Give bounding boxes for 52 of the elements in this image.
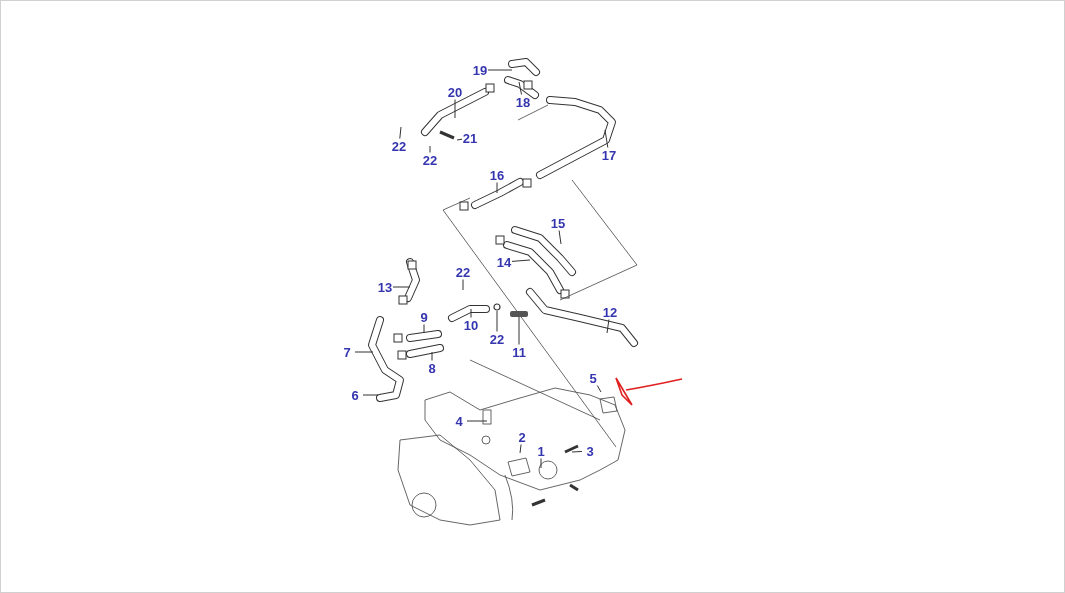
leader-line bbox=[487, 69, 513, 71]
callout-number: 17 bbox=[601, 147, 617, 163]
callout-number: 14 bbox=[496, 254, 512, 270]
leader-line bbox=[518, 316, 520, 345]
callout-number: 22 bbox=[391, 138, 407, 154]
callout-number: 1 bbox=[533, 443, 549, 459]
leader-line bbox=[392, 286, 411, 288]
leader-line bbox=[604, 129, 609, 148]
callout-number: 22 bbox=[455, 264, 471, 280]
callout-number: 2 bbox=[514, 429, 530, 445]
leader-line bbox=[511, 259, 531, 262]
o-ring-drawing bbox=[493, 303, 501, 311]
leader-line bbox=[429, 145, 431, 153]
leader-line bbox=[470, 308, 472, 318]
callout-number: 22 bbox=[422, 152, 438, 168]
callout-number: 6 bbox=[347, 387, 363, 403]
leader-line bbox=[456, 138, 463, 141]
bolt-drawing bbox=[510, 311, 528, 317]
callout-number: 7 bbox=[339, 344, 355, 360]
callout-number: 20 bbox=[447, 84, 463, 100]
callout-number: 10 bbox=[463, 317, 479, 333]
callout-number: 4 bbox=[451, 413, 467, 429]
leader-line bbox=[362, 394, 379, 396]
callout-number: 21 bbox=[462, 130, 478, 146]
leader-line bbox=[571, 450, 583, 453]
leader-line bbox=[558, 230, 562, 245]
callout-number: 16 bbox=[489, 167, 505, 183]
leader-line bbox=[519, 444, 522, 454]
callout-number: 15 bbox=[550, 215, 566, 231]
leader-line bbox=[431, 351, 433, 361]
leader-line bbox=[596, 385, 602, 393]
leader-line bbox=[454, 99, 456, 119]
callout-number: 8 bbox=[424, 360, 440, 376]
callout-number: 18 bbox=[515, 94, 531, 110]
callout-number: 11 bbox=[511, 344, 527, 360]
leader-line bbox=[399, 126, 402, 139]
callout-number: 5 bbox=[585, 370, 601, 386]
callout-number: 3 bbox=[582, 443, 598, 459]
leader-line bbox=[354, 351, 374, 353]
callout-number: 19 bbox=[472, 62, 488, 78]
leader-line bbox=[518, 81, 522, 95]
leader-line bbox=[496, 310, 498, 332]
leader-line bbox=[423, 324, 425, 334]
leader-line bbox=[462, 279, 464, 291]
leader-line bbox=[540, 458, 542, 469]
callout-number: 9 bbox=[416, 309, 432, 325]
callout-number: 13 bbox=[377, 279, 393, 295]
leader-line bbox=[496, 182, 498, 194]
callout-number: 12 bbox=[602, 304, 618, 320]
leader-line bbox=[466, 420, 488, 422]
leader-line bbox=[606, 319, 610, 334]
callout-number: 22 bbox=[489, 331, 505, 347]
